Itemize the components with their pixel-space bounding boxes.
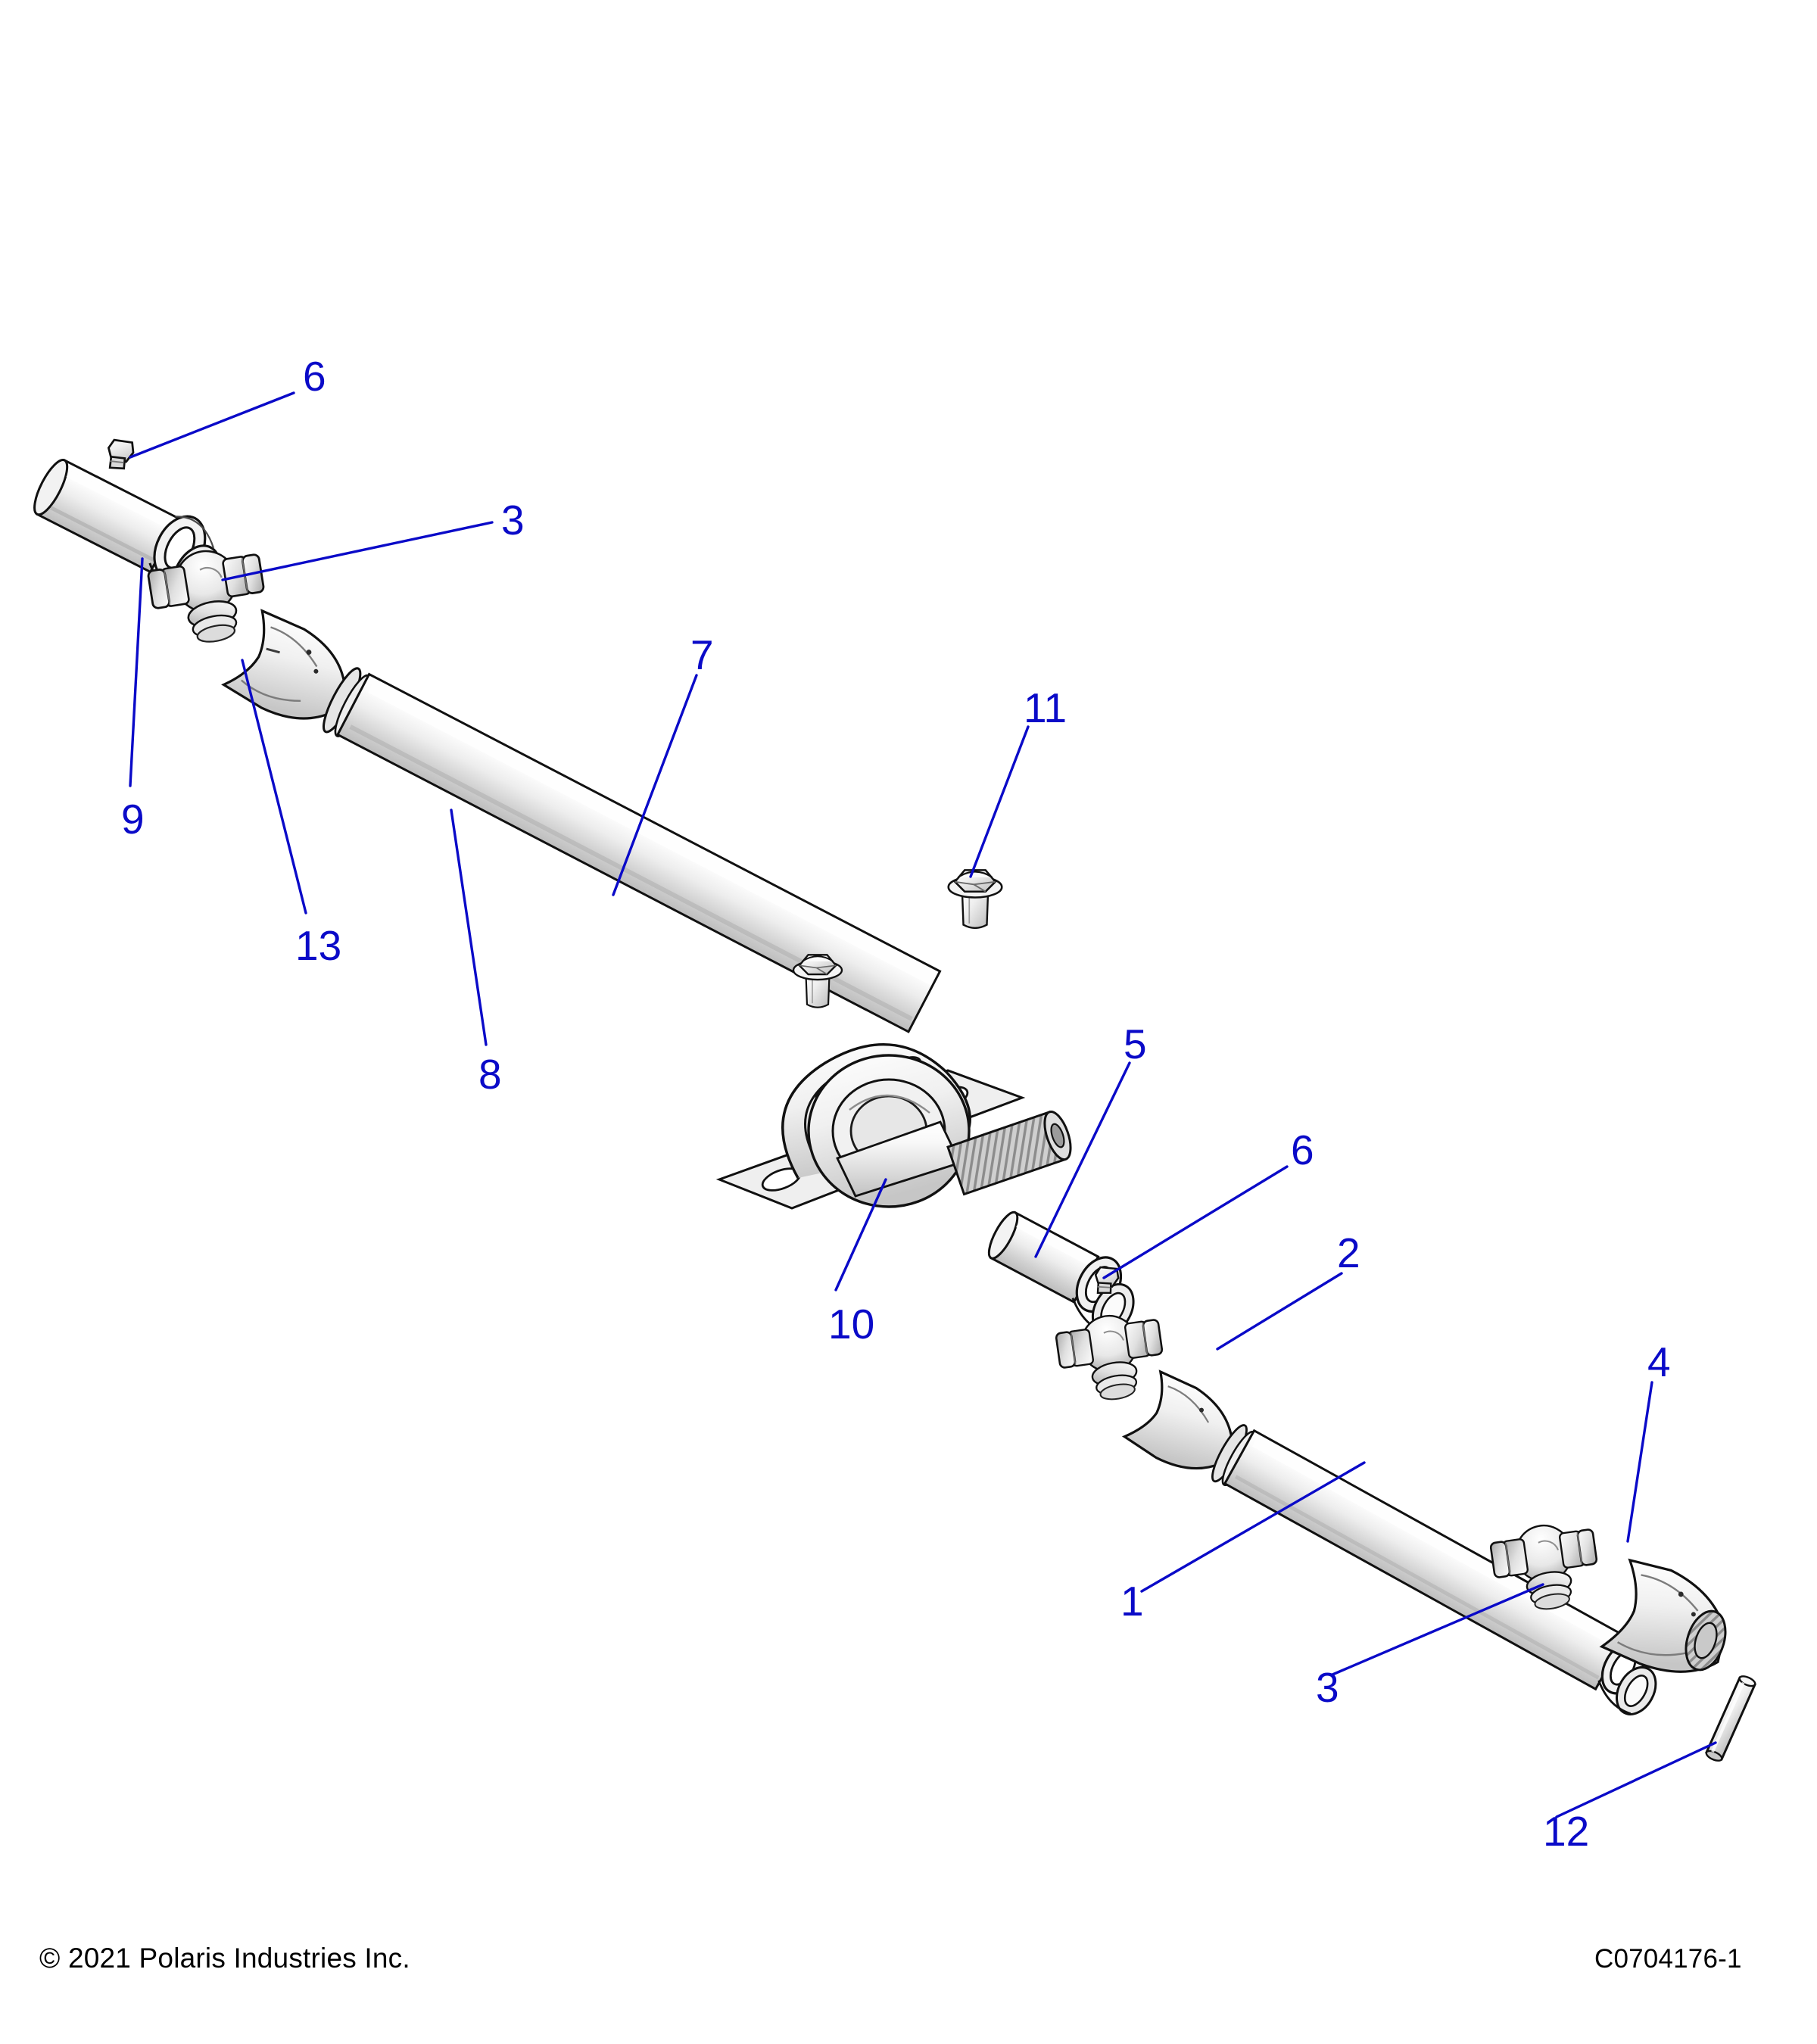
callout-7: 7 [690,631,714,678]
callout-5: 5 [1124,1020,1147,1067]
callout-11: 11 [1024,684,1067,731]
callout-3-top: 3 [501,497,525,544]
callout-8: 8 [478,1051,502,1098]
callout-10: 10 [828,1301,875,1348]
callout-13: 13 [295,922,342,969]
callout-3-bot: 3 [1316,1664,1339,1711]
leader-10 [834,1178,887,1292]
leader-lines [129,391,1717,1818]
leader-5 [1034,1061,1131,1258]
rear-shaft-assembly [987,1211,1756,1762]
leader-11 [969,725,1030,878]
leader-2 [1216,1272,1343,1351]
leader-12 [1555,1741,1717,1818]
drawing-number-label: C0704176-1 [1594,1944,1742,1974]
leader-3-bot [1331,1583,1544,1676]
callout-6-top: 6 [303,353,326,400]
callout-4: 4 [1647,1338,1671,1385]
callout-2: 2 [1337,1229,1360,1276]
leader-9 [129,557,144,787]
splined-end-yoke-rear [1599,1558,1727,1673]
callout-1: 1 [1120,1578,1144,1625]
copyright-notice: © 2021 Polaris Industries Inc. [39,1943,410,1974]
front-drive-shaft-tube [335,672,942,1033]
front-tube-and-weld-yoke [221,609,942,1033]
leader-6-top [129,391,295,459]
leader-1 [1140,1461,1366,1593]
leader-3-top [221,521,494,581]
front-shaft-assembly [33,433,942,1033]
callout-6-mid: 6 [1291,1126,1314,1173]
leader-4 [1626,1381,1653,1543]
callout-9: 9 [121,796,145,843]
center-support-bearing [715,1043,1072,1210]
callout-12: 12 [1543,1808,1590,1855]
roll-pin [1705,1675,1756,1762]
grease-zerk-fitting-front [100,433,139,475]
leader-13 [241,659,307,915]
leader-8 [450,809,488,1046]
flange-bolt-carrier [947,869,1003,930]
rear-tube-and-weld-yoke [1121,1369,1657,1715]
leader-6-mid [1102,1165,1289,1279]
weld-yoke-rear [1121,1369,1233,1470]
leader-7 [612,674,698,896]
weld-yoke-front [221,609,346,720]
